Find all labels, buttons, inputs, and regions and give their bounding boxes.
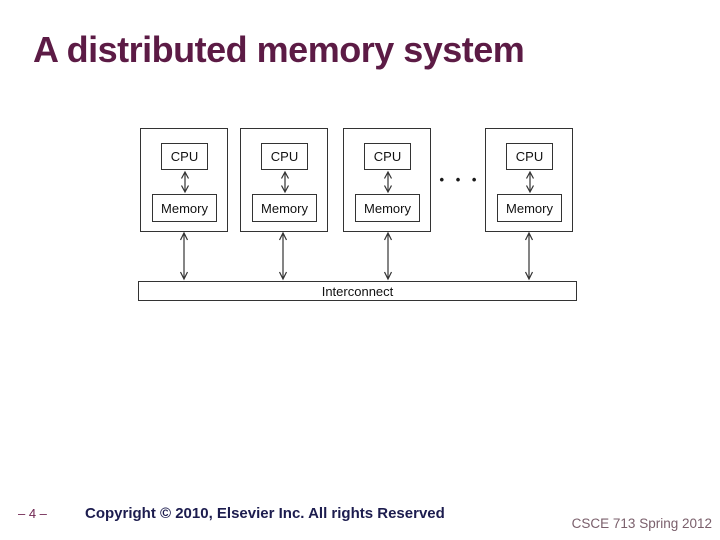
memory-label: Memory xyxy=(261,200,308,216)
memory-label: Memory xyxy=(161,200,208,216)
cpu-label: CPU xyxy=(373,149,402,164)
cpu-box: CPU xyxy=(506,143,553,170)
cpu-box: CPU xyxy=(161,143,208,170)
copyright-notice: Copyright © 2010, Elsevier Inc. All righ… xyxy=(85,505,445,522)
ellipsis-icon: • • • xyxy=(439,171,481,187)
course-footer: CSCE 713 Spring 2012 xyxy=(571,516,712,531)
node: CPU Memory xyxy=(485,128,573,232)
page-title: A distributed memory system xyxy=(33,29,525,70)
node: CPU Memory xyxy=(343,128,431,232)
interconnect-label: Interconnect xyxy=(321,283,394,299)
bidirectional-arrow-icon xyxy=(381,170,395,194)
bidirectional-arrow-icon xyxy=(278,170,292,194)
memory-box: Memory xyxy=(497,194,562,222)
node: CPU Memory xyxy=(140,128,228,232)
page-number: – 4 – xyxy=(18,506,47,521)
cpu-label: CPU xyxy=(170,149,199,164)
node: CPU Memory xyxy=(240,128,328,232)
memory-box: Memory xyxy=(152,194,217,222)
cpu-box: CPU xyxy=(261,143,308,170)
memory-label: Memory xyxy=(506,200,553,216)
cpu-label: CPU xyxy=(270,149,299,164)
bidirectional-arrow-icon xyxy=(522,231,536,281)
bidirectional-arrow-icon xyxy=(178,170,192,194)
cpu-box: CPU xyxy=(364,143,411,170)
bidirectional-arrow-icon xyxy=(276,231,290,281)
memory-label: Memory xyxy=(364,200,411,216)
interconnect-bar: Interconnect xyxy=(138,281,577,301)
cpu-label: CPU xyxy=(515,149,544,164)
bidirectional-arrow-icon xyxy=(381,231,395,281)
memory-box: Memory xyxy=(355,194,420,222)
bidirectional-arrow-icon xyxy=(177,231,191,281)
bidirectional-arrow-icon xyxy=(523,170,537,194)
memory-box: Memory xyxy=(252,194,317,222)
